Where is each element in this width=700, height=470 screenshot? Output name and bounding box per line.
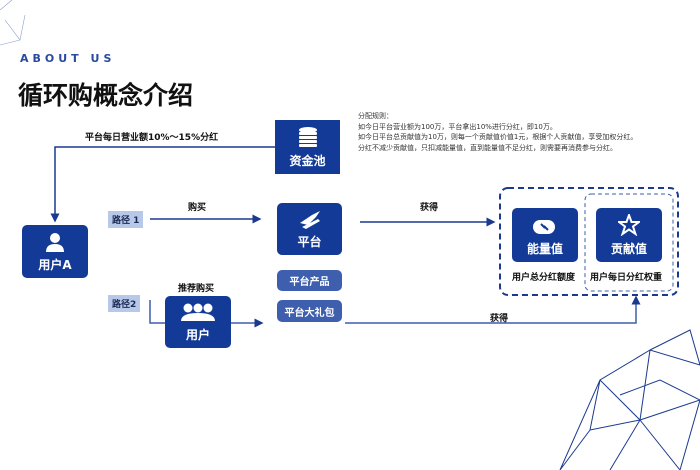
contribution-label: 贡献值: [610, 242, 647, 256]
fund-pool-node: 资金池: [275, 120, 340, 174]
gain-label-2: 获得: [490, 314, 509, 324]
ship-icon: [299, 211, 320, 229]
rules-line: 如今日平台总贡献值为10万，则每一个贡献值价值1元，根据个人贡献值，享受加权分红…: [358, 133, 638, 141]
user-label: 用户: [185, 328, 210, 342]
user-node: 用户: [165, 296, 231, 348]
recommend-label: 推荐购买: [178, 284, 215, 294]
user-a-node: 用户A: [22, 225, 88, 278]
rules-line: 如今日平台营业额为100万，平台拿出10%进行分红，即10万。: [358, 122, 557, 131]
contribution-node: 贡献值: [596, 208, 662, 262]
users-group-icon: [181, 303, 215, 321]
buy-label: 购买: [188, 203, 207, 213]
platform-node: 平台: [277, 203, 342, 255]
rules-heading: 分配规则：: [358, 112, 393, 120]
star-icon: [618, 214, 640, 236]
user-icon: [46, 233, 64, 252]
corner-mesh-bottom-right: [559, 329, 700, 470]
path2-line: [149, 300, 165, 324]
battery-icon: [533, 220, 555, 234]
path2-badge: 路径2: [108, 295, 141, 312]
corner-mesh-top-left: [0, 0, 26, 46]
platform-product-pill: 平台产品: [277, 270, 342, 291]
rules-line: 分红不减少贡献值，只扣减能量值，直到能量值不足分红，则需要再消费参与分红。: [358, 143, 617, 152]
energy-label: 能量值: [526, 242, 563, 256]
platform-gift-pill: 平台大礼包: [277, 300, 342, 322]
rules-text: 分配规则： 如今日平台营业额为100万，平台拿出10%进行分红，即10万。 如今…: [358, 111, 637, 153]
inner-dashed-group: [584, 193, 674, 292]
platform-label: 平台: [297, 235, 322, 249]
coin-stack-icon: [298, 127, 317, 147]
dividend-label: 平台每日营业额10%～15%分红: [85, 133, 219, 143]
path1-badge: 路径 1: [108, 211, 144, 228]
gain-arrow-2: [345, 295, 641, 324]
energy-node: 能量值: [512, 208, 578, 262]
dividend-arrow: [50, 146, 338, 223]
user-a-label: 用户A: [38, 258, 72, 272]
page-title: 循环购概念介绍: [18, 81, 194, 110]
gain-label-1: 获得: [420, 203, 439, 213]
outer-dashed-group: [499, 187, 679, 296]
contribution-caption: 用户每日分红权重: [590, 273, 663, 283]
energy-caption: 用户总分红额度: [512, 273, 576, 283]
eyebrow: ABOUT US: [20, 52, 116, 65]
fund-pool-label: 资金池: [289, 154, 326, 168]
